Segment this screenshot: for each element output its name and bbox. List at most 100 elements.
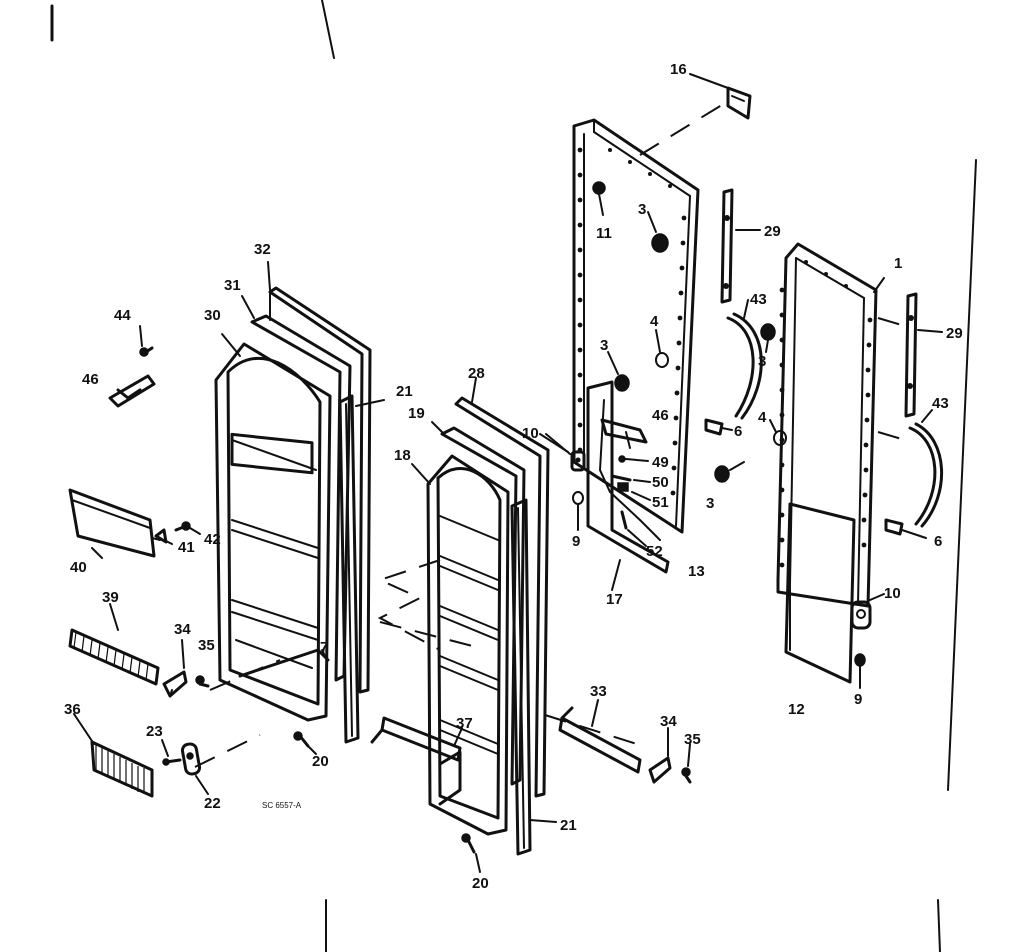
callout-44: 44 (114, 307, 131, 324)
callout-21: 21 (560, 817, 577, 834)
part-50-spring (610, 474, 651, 483)
callout-19: 19 (408, 405, 425, 422)
part-3-plug (714, 461, 745, 483)
callout-49: 49 (652, 454, 669, 471)
callout-40: 40 (70, 559, 87, 576)
part-6-bracket (704, 418, 733, 436)
callout-1: 1 (894, 255, 902, 272)
part-51-nut (617, 482, 651, 501)
callout-43: 43 (750, 291, 767, 308)
callout-3: 3 (600, 337, 608, 354)
callout-labels: 1 3 3 3 3 4 4 6 6 7 9 9 10 10 11 12 13 1… (64, 61, 963, 892)
callout-6: 6 (734, 423, 742, 440)
callout-9: 9 (572, 533, 580, 550)
part-44-screw (139, 325, 154, 357)
callout-34: 34 (174, 621, 191, 638)
callout-43: 43 (932, 395, 949, 412)
callout-42: 42 (204, 531, 221, 548)
liner-1-holes (779, 260, 873, 568)
part-37-shelf-bar (370, 716, 463, 762)
callout-18: 18 (394, 447, 411, 464)
part-35-screw (195, 675, 210, 688)
part-4-grommet (769, 419, 787, 446)
part-3-plug (607, 351, 630, 392)
callout-13: 13 (688, 563, 705, 580)
part-3-plug (647, 211, 669, 253)
callout-33: 33 (590, 683, 607, 700)
part-49-clip (618, 455, 649, 463)
part-21-trim-strip (510, 498, 557, 856)
callout-39: 39 (102, 589, 119, 606)
part-46-bracket (600, 418, 648, 449)
part-32-gasket (267, 261, 372, 694)
callout-6: 6 (934, 533, 942, 550)
callout-17: 17 (606, 591, 623, 608)
part-19-inner-panel (431, 421, 526, 786)
part-33-shelf-bar (558, 699, 642, 774)
callout-50: 50 (652, 474, 669, 491)
callout-22: 22 (204, 795, 221, 812)
callout-3: 3 (758, 353, 766, 370)
callout-3: 3 (706, 495, 714, 512)
callout-20: 20 (312, 753, 329, 770)
part-41-clip (154, 528, 173, 545)
part-7-shelf-bar (238, 648, 330, 678)
diagram-code: SC 6557-A (262, 801, 302, 810)
callout-37: 37 (456, 715, 473, 732)
part-40-cover (68, 488, 156, 559)
callout-35: 35 (684, 731, 701, 748)
part-23-screw (161, 739, 182, 766)
panel-13-holes (577, 147, 687, 496)
scan-mark (947, 159, 977, 791)
part-42-screw (174, 521, 201, 535)
part-12-insulation-panel (784, 502, 856, 684)
callout-31: 31 (224, 277, 241, 294)
part-4-grommet (655, 329, 669, 368)
part-29-strip (720, 188, 761, 304)
callout-16: 16 (670, 61, 687, 78)
callout-9: 9 (854, 691, 862, 708)
callout-51: 51 (652, 494, 669, 511)
callout-4: 4 (650, 313, 659, 330)
part-30-door-frame (214, 333, 332, 722)
part-36-grille (73, 713, 154, 798)
callout-52: 52 (646, 543, 663, 560)
part-43-hinge-arm (908, 409, 943, 528)
scan-mark (321, 0, 335, 59)
part-6-bracket (884, 518, 927, 539)
part-13-door-panel (572, 118, 700, 534)
callout-30: 30 (204, 307, 221, 324)
callout-7: 7 (320, 639, 328, 656)
part-21-trim-strip (338, 394, 385, 744)
part-20-screw (461, 833, 481, 873)
callout-12: 12 (788, 701, 805, 718)
part-9-bushing (572, 491, 584, 531)
part-34-bracket (648, 727, 672, 784)
callout-29: 29 (946, 325, 963, 342)
part-52-screw (620, 510, 647, 547)
part-9-bushing (854, 653, 866, 689)
part-10-hinge (850, 593, 885, 630)
callout-29: 29 (764, 223, 781, 240)
part-34-bracket (162, 639, 188, 698)
callout-34: 34 (660, 713, 677, 730)
part-16-bracket (726, 86, 752, 120)
part-43-hinge-arm (726, 299, 763, 420)
part-20-screw (293, 731, 317, 755)
alignment-lines (194, 99, 906, 768)
part-22-hinge-plate (180, 742, 209, 795)
part-39-grille (68, 603, 160, 686)
part-1-door-liner (776, 242, 878, 608)
callout-23: 23 (146, 723, 163, 740)
callout-32: 32 (254, 241, 271, 258)
callout-3: 3 (638, 201, 646, 218)
part-29-strip (904, 292, 943, 418)
part-18-door-frame (411, 454, 510, 836)
callout-leaders (151, 73, 885, 697)
callout-11: 11 (596, 225, 612, 242)
part-17-dispenser-panel (586, 380, 670, 591)
callout-28: 28 (468, 365, 485, 382)
callout-20: 20 (472, 875, 489, 892)
